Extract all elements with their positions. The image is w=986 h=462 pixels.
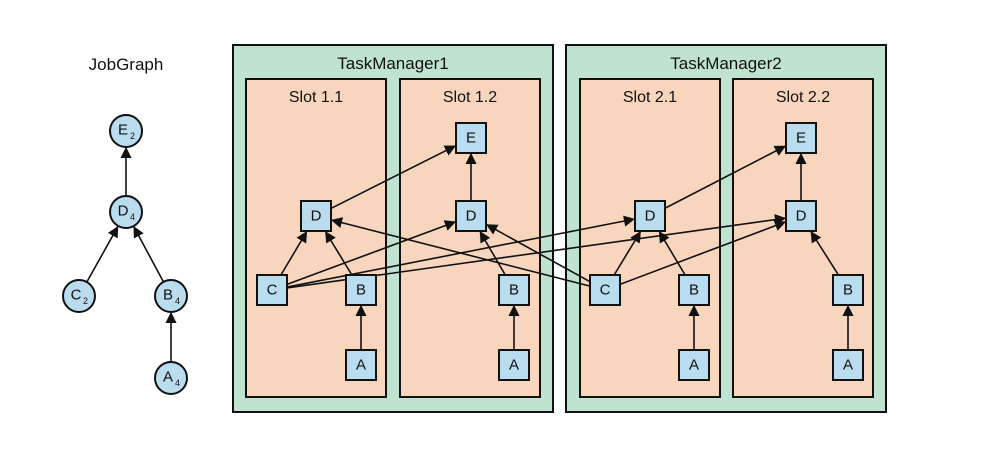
task-edge-s11c-s11d [280, 231, 308, 276]
task-node-slot11-a: A [345, 349, 377, 381]
task-node-slot12-e-label: E [466, 130, 476, 147]
slot-2-1-title: Slot 2.1 [623, 89, 677, 106]
task-node-slot12-d: D [455, 200, 487, 232]
task-node-slot21-a-label: A [689, 357, 699, 374]
task-node-slot12-a: A [498, 349, 530, 381]
jobgraph-node-d: D 4 [109, 195, 143, 229]
task-node-slot12-d-label: D [466, 208, 477, 225]
jobgraph-edges [86, 146, 177, 362]
jobgraph-edge-b-d [133, 225, 165, 283]
jobgraph-node-a: A 4 [154, 361, 188, 395]
task-node-slot22-d-label: D [796, 208, 807, 225]
jobgraph-node-a-parallelism: 4 [175, 378, 180, 388]
task-node-slot12-e: E [455, 122, 487, 154]
task-node-slot11-a-label: A [356, 357, 366, 374]
slot-2-1-box [579, 78, 721, 398]
task-node-slot22-a: A [832, 349, 864, 381]
task-node-slot11-b-label: B [356, 282, 366, 299]
task-node-slot22-a-label: A [843, 357, 853, 374]
task-node-slot21-d: D [634, 200, 666, 232]
task-node-slot22-e: E [785, 122, 817, 154]
task-node-slot22-d: D [785, 200, 817, 232]
task-node-slot11-d-label: D [311, 208, 322, 225]
task-node-slot21-b: B [678, 274, 710, 306]
task-edge-s21c-s12d [486, 224, 591, 283]
task-node-slot12-b-label: B [509, 282, 519, 299]
slot-2-2-title: Slot 2.2 [776, 89, 830, 106]
task-node-slot11-b: B [345, 274, 377, 306]
task-edge-s21b-s21d [658, 231, 686, 276]
task-node-slot12-b: B [498, 274, 530, 306]
jobgraph-node-b-parallelism: 4 [175, 296, 180, 306]
task-edge-s22b-s22d [810, 231, 840, 276]
task-edge-s21c-s22d [619, 220, 787, 286]
task-nodes: D C B A E D B A D C B A E D B A [256, 122, 864, 381]
jobgraph-node-e-parallelism: 2 [130, 131, 135, 141]
task-edge-s12b-s12d [479, 231, 506, 276]
taskmanager-1-title: TaskManager1 [337, 54, 449, 73]
slot-1-2-title: Slot 1.2 [443, 89, 497, 106]
jobgraph-node-c-label: C [71, 287, 82, 304]
task-node-slot11-d: D [300, 200, 332, 232]
jobgraph-node-a-label: A [163, 369, 173, 386]
jobgraph-edge-c-d [86, 225, 119, 283]
jobgraph-node-b-label: B [163, 287, 173, 304]
jobgraph-node-e-label: E [118, 122, 128, 139]
task-node-slot21-d-label: D [645, 208, 656, 225]
task-node-slot11-c-label: C [267, 282, 278, 299]
jobgraph-node-d-parallelism: 4 [130, 212, 135, 222]
slot-1-1-title: Slot 1.1 [289, 89, 343, 106]
jobgraph-node-b: B 4 [154, 279, 188, 313]
task-edge-s21c-s21d [613, 231, 641, 276]
task-node-slot12-a-label: A [509, 357, 519, 374]
task-node-slot22-e-label: E [796, 130, 806, 147]
jobgraph-node-c: C 2 [62, 279, 96, 313]
jobgraph-node-e: E 2 [109, 114, 143, 148]
slot-1-1-box [245, 78, 387, 398]
task-edge-s21c-s11d [330, 217, 591, 287]
task-edge-s11c-s12d [286, 220, 457, 286]
task-edge-s11d-s12e [330, 145, 457, 210]
jobgraph-title: JobGraph [89, 55, 164, 74]
task-node-slot22-b: B [832, 274, 864, 306]
task-node-slot21-c: C [589, 274, 621, 306]
task-edge-s11b-s11d [325, 231, 353, 276]
task-node-slot21-b-label: B [689, 282, 699, 299]
task-node-slot21-a: A [678, 349, 710, 381]
task-edge-s21d-s22e [664, 145, 786, 209]
task-node-slot11-c: C [256, 274, 288, 306]
taskmanager-2-title: TaskManager2 [670, 54, 782, 73]
task-node-slot22-b-label: B [843, 282, 853, 299]
jobgraph-node-c-parallelism: 2 [83, 296, 88, 306]
jobgraph-node-d-label: D [118, 203, 129, 220]
task-node-slot21-c-label: C [600, 282, 611, 299]
